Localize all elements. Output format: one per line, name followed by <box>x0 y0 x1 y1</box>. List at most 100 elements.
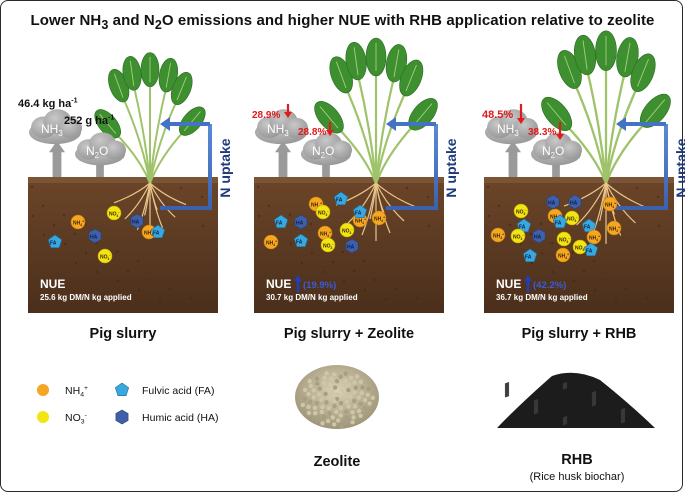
nh4-particle <box>606 220 622 236</box>
rhb-husk <box>533 410 539 414</box>
legend-nh4-icon <box>37 384 49 396</box>
nh3-reduction: 48.5% <box>482 109 513 121</box>
rhb-husk <box>533 398 539 402</box>
soil-grain <box>645 296 649 300</box>
zeolite-granule <box>339 388 345 393</box>
rhb-husk <box>591 401 597 405</box>
rhb-husk <box>562 381 568 385</box>
soil-grain <box>373 278 377 282</box>
rhb-husk <box>620 407 626 411</box>
rhb-husk <box>620 408 626 412</box>
plant-stem <box>149 99 178 184</box>
fa-particle <box>352 204 368 218</box>
rhb-husk <box>504 388 510 392</box>
rhb-husk <box>620 416 626 420</box>
zeolite-granule <box>364 410 370 415</box>
nh3-emission-arrow <box>275 141 291 177</box>
fa-particle-label: FA <box>525 255 532 261</box>
soil-grain <box>84 251 88 255</box>
leaf-vein <box>546 102 567 126</box>
zeolite-granule <box>334 379 340 384</box>
rhb-husk <box>562 418 568 422</box>
soil-surface <box>254 177 444 183</box>
soil-grain <box>95 270 99 274</box>
plant-stem <box>604 121 647 184</box>
leaf-vein <box>645 99 666 123</box>
zeolite-granule <box>362 405 367 411</box>
arrow-head <box>517 118 525 124</box>
leaf-vein <box>405 64 417 92</box>
rhb-husk <box>591 400 597 404</box>
nh4-particle <box>490 227 506 243</box>
zeolite-granule <box>338 400 344 406</box>
soil-grain <box>179 186 183 190</box>
soil-grain <box>115 250 119 254</box>
zeolite-granule <box>336 418 341 423</box>
soil-grain <box>540 251 544 255</box>
rhb-husk <box>562 417 568 421</box>
zeolite-granule <box>365 392 370 397</box>
zeolite-granule <box>348 394 353 399</box>
nh3-cloud <box>29 109 83 145</box>
arrow-head <box>326 130 334 136</box>
no3-particle <box>315 204 331 220</box>
no3-particle-label: NO3- <box>109 211 119 218</box>
n2o-reduction: 28.8% <box>298 127 326 138</box>
zeolite-granule <box>307 399 313 404</box>
rhb-husk <box>620 418 626 422</box>
nue-change: (19.9%) <box>303 280 336 291</box>
rhb-husk <box>504 391 510 395</box>
soil-grain <box>137 288 141 292</box>
soil-grain <box>363 288 367 292</box>
plant-stem <box>604 71 627 184</box>
no3-particle-label: NO3- <box>318 210 328 217</box>
no3-particle <box>106 205 122 221</box>
soil-grain <box>189 296 193 300</box>
n2o-cloud <box>75 132 126 166</box>
rhb-husk <box>591 403 597 407</box>
plant-stem <box>585 69 608 184</box>
soil-grain <box>486 185 490 189</box>
zeolite-granule <box>344 409 349 414</box>
zeolite-granule <box>358 401 363 407</box>
nue-change: (42.2%) <box>533 280 566 291</box>
ha-particle <box>294 214 308 230</box>
n-uptake-label: N uptake <box>673 138 685 197</box>
fa-particle-label: FA <box>586 249 593 255</box>
soil-grain <box>519 242 523 246</box>
rhb-husk <box>504 390 510 394</box>
zeolite-granule <box>355 374 360 379</box>
fa-particle <box>47 234 63 248</box>
rhb-husk <box>620 415 626 419</box>
zeolite-granule <box>302 396 307 402</box>
rhb-husk <box>562 383 568 387</box>
rhb-husk <box>562 421 568 425</box>
plant-root <box>605 182 636 224</box>
nh4-particle-label: NH4+ <box>605 202 616 209</box>
zeolite-granule <box>367 401 372 406</box>
zeolite-granule <box>359 390 364 396</box>
fa-particle-label: FA <box>584 225 591 231</box>
zeolite-granule <box>332 398 337 404</box>
cloud-part <box>330 140 352 160</box>
rhb-husk <box>562 419 568 423</box>
rhb-subtitle: (Rice husk biochar) <box>530 471 625 483</box>
plant-root <box>149 182 176 218</box>
no3-particle <box>97 248 113 264</box>
zeolite-granule <box>356 408 362 414</box>
no3-particle-label: NO3- <box>516 209 526 216</box>
fa-particle-label: FA <box>153 231 160 237</box>
panel-caption: Pig slurry + RHB <box>522 326 637 342</box>
plant-stem <box>149 130 185 184</box>
rhb-label: RHB <box>561 452 592 468</box>
zeolite-granule <box>366 386 371 391</box>
rhb-husk <box>620 409 626 413</box>
fa-particle <box>516 218 532 232</box>
rhb-husk <box>533 399 539 403</box>
plant-stem <box>356 74 378 184</box>
soil-grain <box>136 259 140 263</box>
no3-particle <box>320 237 336 253</box>
soil-grain <box>582 269 586 273</box>
